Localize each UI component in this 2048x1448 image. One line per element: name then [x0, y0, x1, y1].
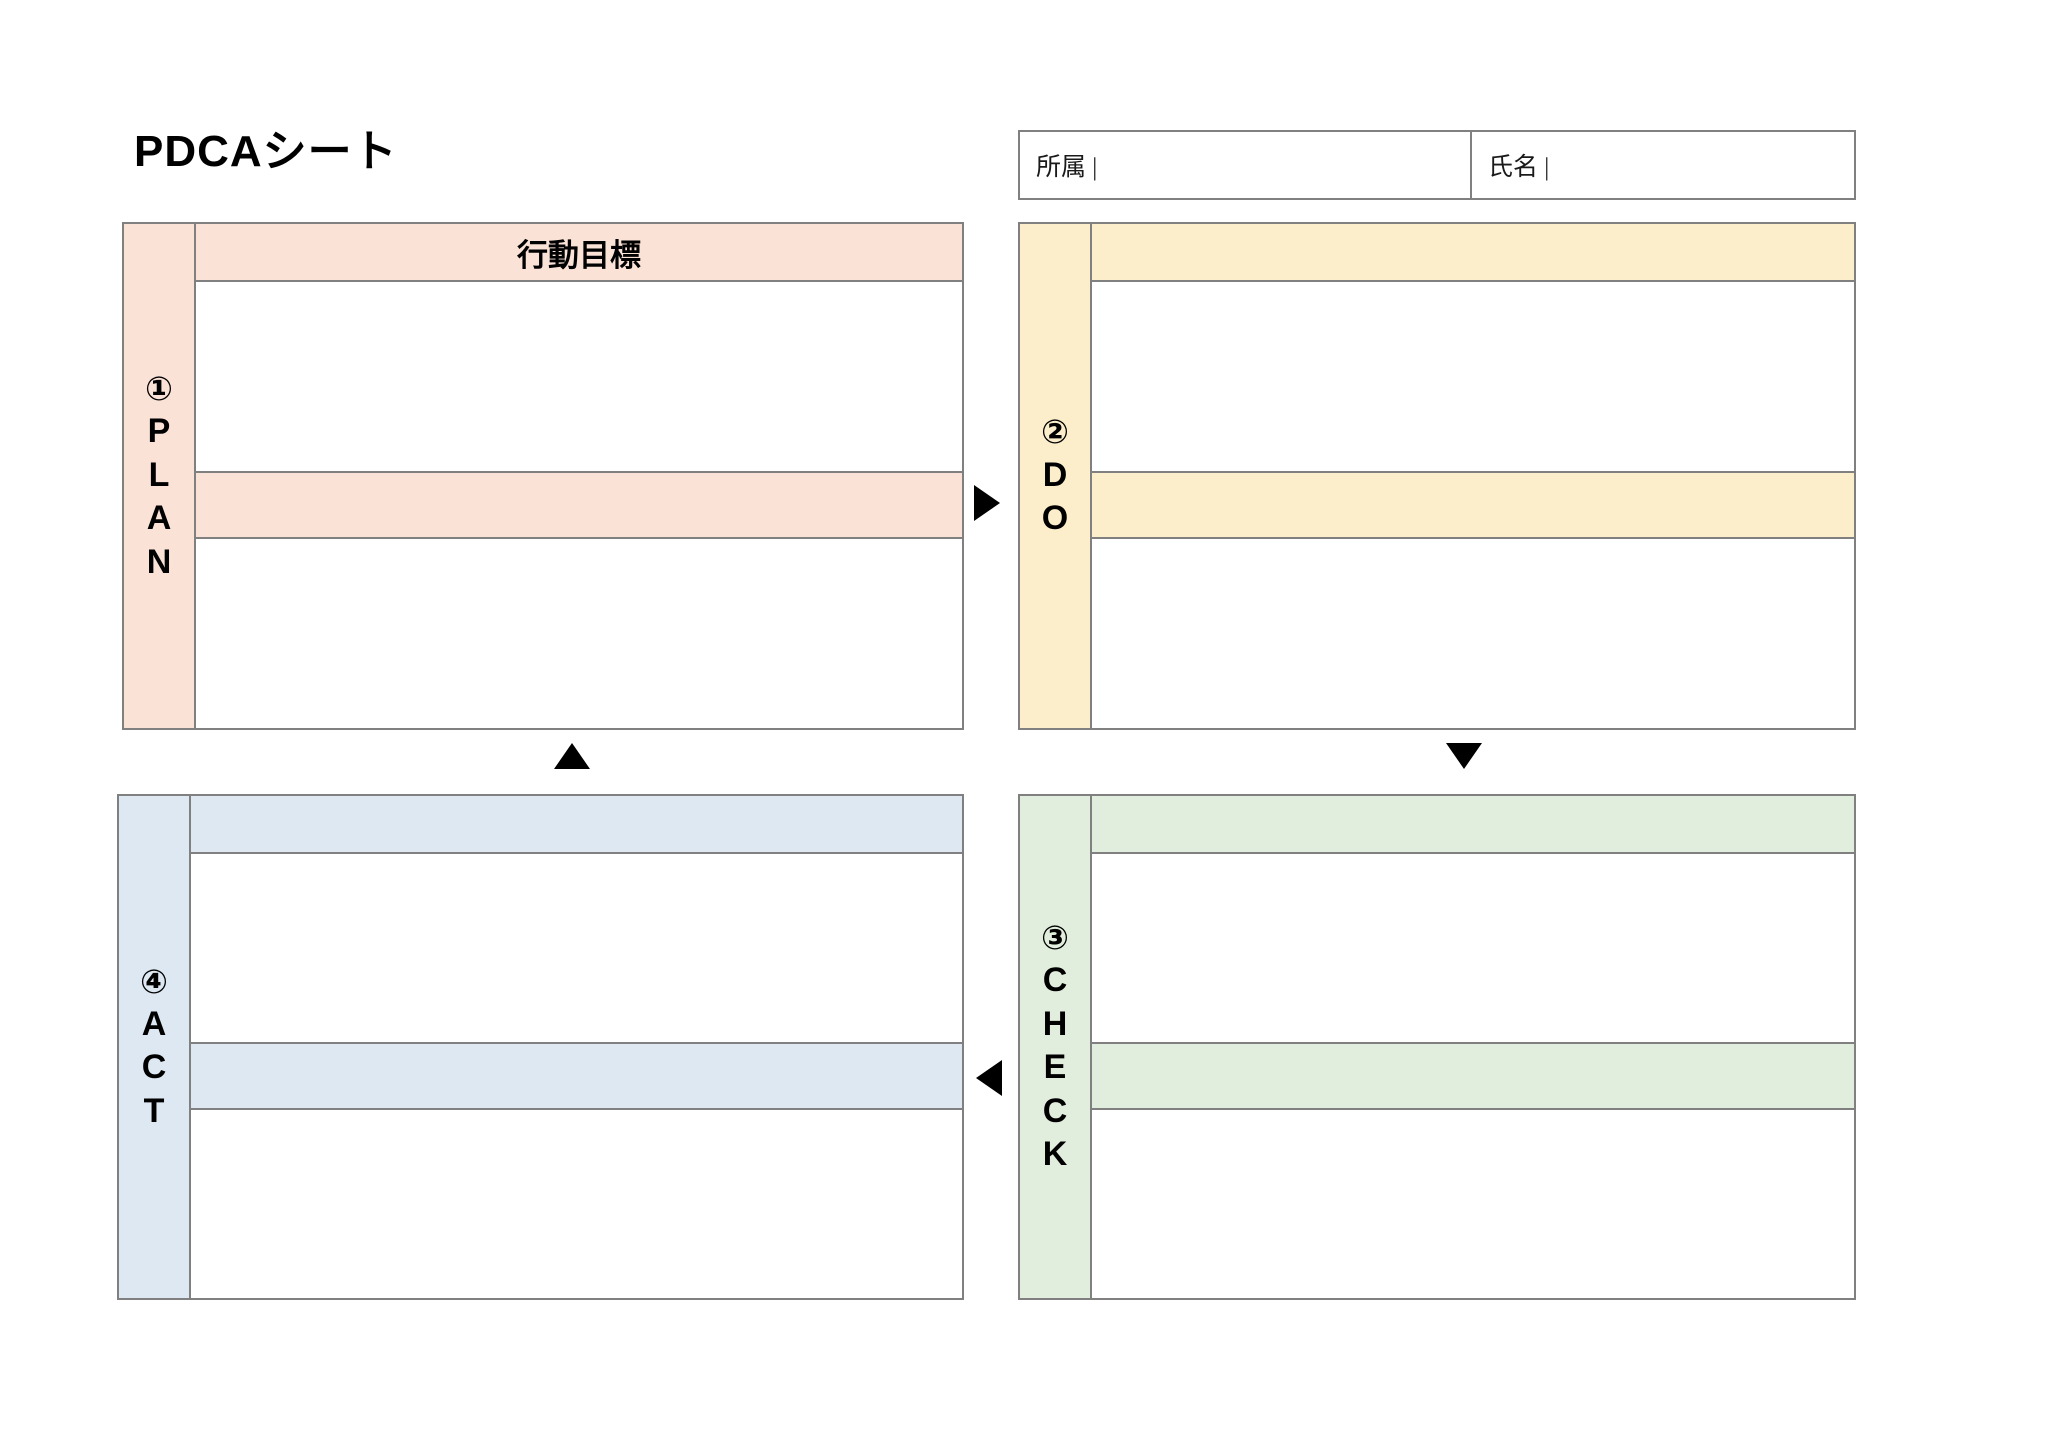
arrow-left-icon	[976, 1060, 1002, 1096]
quadrant-check: ③ C H E C K	[1018, 794, 1856, 1300]
quadrant-do-label: ② D O	[1020, 224, 1092, 728]
sheet-header: PDCAシート 所属 | 氏名 |	[0, 0, 2048, 222]
plan-letter-2: L	[148, 455, 170, 494]
arrow-down-icon	[1446, 743, 1482, 769]
meta-info-box: 所属 | 氏名 |	[1018, 130, 1856, 200]
do-row-write-1[interactable]	[1092, 282, 1854, 473]
quadrant-do: ② D O	[1018, 222, 1856, 730]
do-row-write-2[interactable]	[1092, 539, 1854, 728]
plan-row-write-1[interactable]	[196, 282, 962, 473]
act-row-write-2[interactable]	[191, 1110, 962, 1298]
quadrant-do-rows	[1092, 224, 1854, 728]
plan-letter-4: N	[146, 542, 172, 581]
quadrant-plan-rows: 行動目標	[196, 224, 962, 728]
step-number-act: ④	[140, 962, 168, 1000]
check-row-subheader	[1092, 1044, 1854, 1110]
do-row-subheader	[1092, 473, 1854, 539]
step-number-plan: ①	[145, 369, 173, 407]
quadrant-act: ④ A C T	[117, 794, 964, 1300]
plan-row-header: 行動目標	[196, 224, 962, 282]
arrow-up-icon	[554, 743, 590, 769]
check-row-write-1[interactable]	[1092, 854, 1854, 1044]
plan-letter-3: A	[146, 499, 172, 538]
step-number-check: ③	[1041, 919, 1069, 957]
quadrant-plan-label: ① P L A N	[124, 224, 196, 728]
check-letter-2: H	[1042, 1004, 1068, 1043]
page-title: PDCAシート	[134, 127, 398, 176]
quadrant-plan: ① P L A N 行動目標	[122, 222, 964, 730]
do-letter-2: O	[1041, 499, 1069, 538]
check-letter-5: K	[1042, 1135, 1068, 1174]
quadrant-act-label: ④ A C T	[119, 796, 191, 1298]
act-letter-2: C	[141, 1048, 167, 1087]
plan-row-subheader	[196, 473, 962, 539]
act-letter-1: A	[141, 1004, 167, 1043]
fullname-field[interactable]: 氏名 |	[1488, 154, 1550, 181]
check-letter-4: C	[1042, 1091, 1068, 1130]
quadrant-check-label: ③ C H E C K	[1020, 796, 1092, 1298]
check-row-header	[1092, 796, 1854, 854]
check-letter-3: E	[1043, 1048, 1067, 1087]
act-row-subheader	[191, 1044, 962, 1110]
do-letter-1: D	[1042, 455, 1068, 494]
act-letter-3: T	[143, 1091, 165, 1130]
affiliation-field[interactable]: 所属 |	[1020, 132, 1472, 198]
act-row-header	[191, 796, 962, 854]
plan-letter-1: P	[147, 412, 171, 451]
check-row-write-2[interactable]	[1092, 1110, 1854, 1298]
act-row-write-1[interactable]	[191, 854, 962, 1044]
plan-row-write-2[interactable]	[196, 539, 962, 728]
check-letter-1: C	[1042, 961, 1068, 1000]
arrow-right-icon	[974, 485, 1000, 521]
do-row-header	[1092, 224, 1854, 282]
step-number-do: ②	[1041, 413, 1069, 451]
quadrant-check-rows	[1092, 796, 1854, 1298]
quadrant-act-rows	[191, 796, 962, 1298]
